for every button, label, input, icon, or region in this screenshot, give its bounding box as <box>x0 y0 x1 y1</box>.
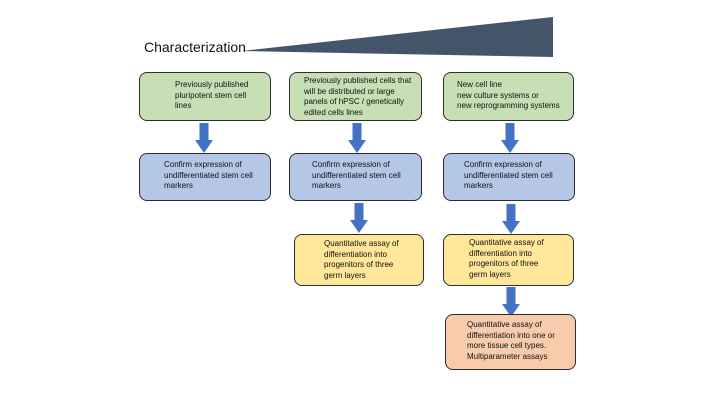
col3-source-label: New cell line new culture systems or new… <box>457 80 560 110</box>
col1-source-box: Previously published pluripotent stem ce… <box>139 72 271 121</box>
col3-arrow-1 <box>501 123 519 153</box>
col3-quant-label: Quantitative assay of differentiation in… <box>469 238 544 279</box>
col1-source-label: Previously published pluripotent stem ce… <box>175 80 249 110</box>
col3-tissue-label: Quantitative assay of differentiation in… <box>467 320 555 361</box>
col1-confirm-label: Confirm expression of undifferentiated s… <box>164 160 253 190</box>
col3-quant-box: Quantitative assay of differentiation in… <box>443 234 574 286</box>
col1-arrow-1 <box>195 123 213 153</box>
col2-confirm-label: Confirm expression of undifferentiated s… <box>312 160 401 190</box>
wedge-shape <box>241 17 553 57</box>
col3-tissue-box: Quantitative assay of differentiation in… <box>445 314 576 370</box>
characterization-wedge <box>241 17 553 57</box>
col3-confirm-box: Confirm expression of undifferentiated s… <box>443 153 575 201</box>
col2-quant-label: Quantitative assay of differentiation in… <box>324 239 399 280</box>
col2-source-box: Previously published cells that will be … <box>289 72 422 121</box>
col2-arrow-1 <box>348 123 366 153</box>
col3-confirm-label: Confirm expression of undifferentiated s… <box>464 160 553 190</box>
col2-confirm-box: Confirm expression of undifferentiated s… <box>289 153 422 201</box>
col2-arrow-2 <box>350 203 368 233</box>
col3-source-box: New cell line new culture systems or new… <box>443 72 574 121</box>
col1-confirm-box: Confirm expression of undifferentiated s… <box>139 153 271 201</box>
col2-source-label: Previously published cells that will be … <box>304 76 412 117</box>
col3-arrow-2 <box>502 204 520 234</box>
diagram-title: Characterization <box>144 39 246 55</box>
col2-quant-box: Quantitative assay of differentiation in… <box>294 234 424 286</box>
col3-arrow-3 <box>502 287 520 317</box>
